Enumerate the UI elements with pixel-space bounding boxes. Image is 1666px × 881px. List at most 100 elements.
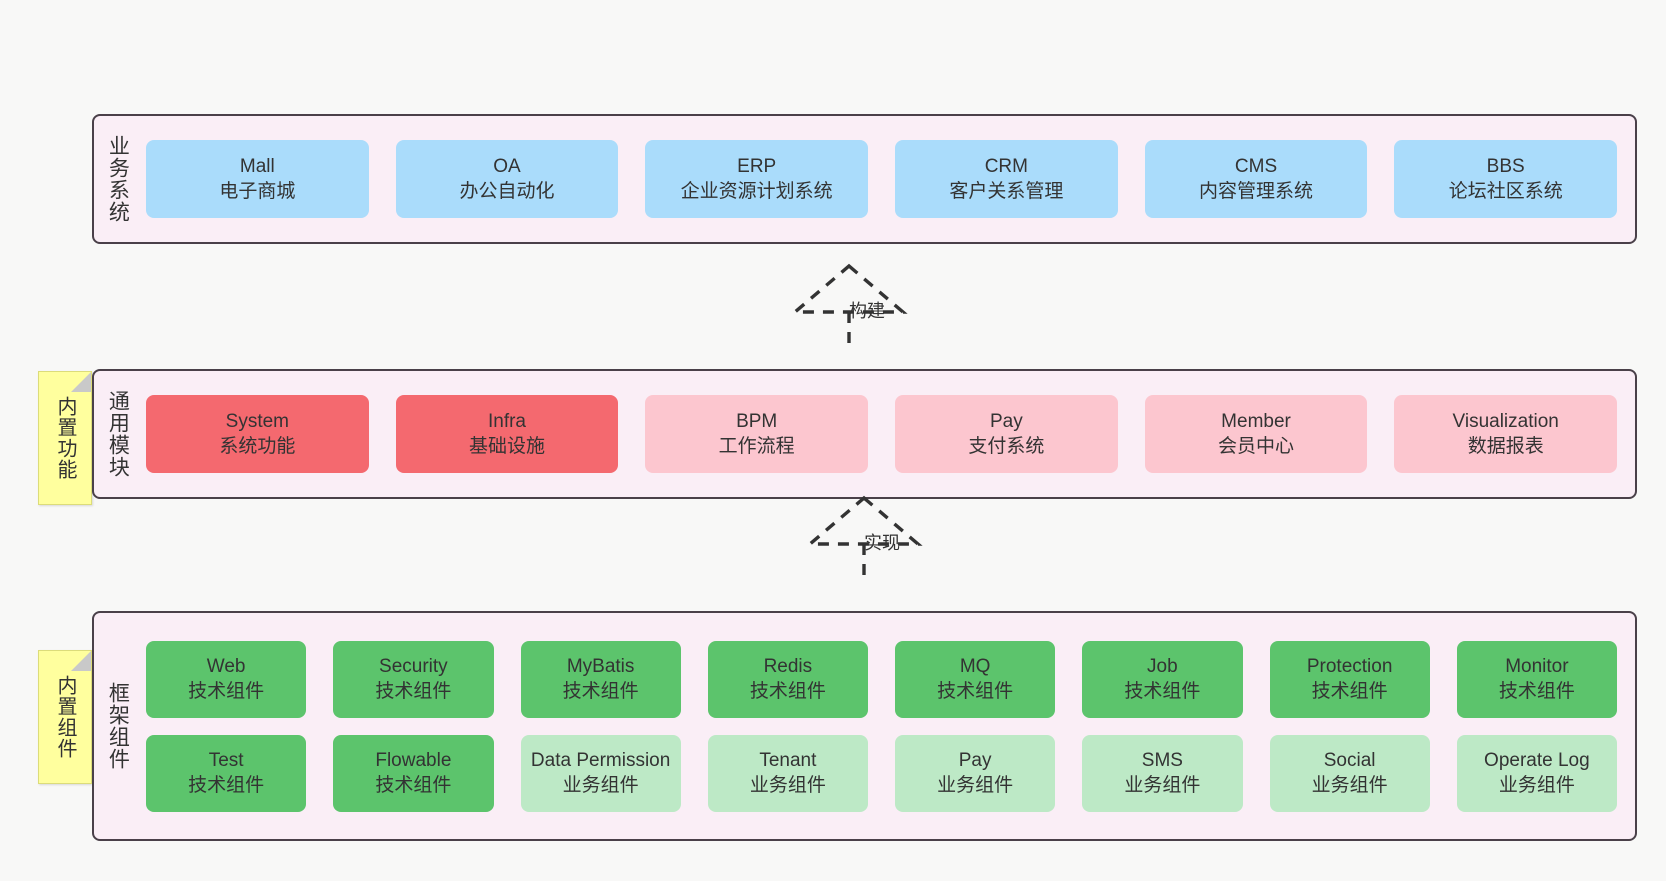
node-data-permission[interactable]: Data Permission 业务组件	[520, 734, 681, 812]
node-security[interactable]: Security 技术组件	[333, 640, 494, 718]
node-web-desc: 技术组件	[188, 681, 265, 702]
layer-body-framework: Web 技术组件 Security 技术组件 MyBatis 技术组件 Redi…	[140, 613, 1635, 839]
node-pay-module-name: Pay	[989, 410, 1023, 432]
node-infra[interactable]: Infra 基础设施	[395, 395, 619, 473]
node-crm-desc: 客户关系管理	[949, 181, 1064, 202]
node-pay-module[interactable]: Pay 支付系统	[895, 395, 1118, 473]
node-job-desc: 技术组件	[1124, 681, 1201, 702]
node-protection-name: Protection	[1306, 655, 1393, 677]
node-job[interactable]: Job 技术组件	[1082, 640, 1243, 718]
node-mall[interactable]: Mall 电子商城	[146, 140, 369, 218]
business-row: Mall 电子商城 OA 办公自动化 ERP 企业资源计划系统 CRM 客户关系…	[146, 140, 1618, 218]
node-cms-desc: 内容管理系统	[1199, 181, 1314, 202]
node-redis-name: Redis	[763, 655, 813, 677]
node-security-name: Security	[379, 655, 448, 677]
node-web-name: Web	[206, 655, 246, 677]
node-system-name: System	[225, 410, 290, 432]
node-infra-desc: 基础设施	[469, 436, 546, 457]
node-bbs-desc: 论坛社区系统	[1448, 181, 1563, 202]
layer-body-common: System 系统功能 Infra 基础设施 BPM 工作流程 Pay 支付系统…	[140, 371, 1635, 497]
node-system-desc: 系统功能	[219, 436, 296, 457]
node-cms-name: CMS	[1234, 155, 1278, 177]
node-oa[interactable]: OA 办公自动化	[395, 140, 619, 218]
node-mq-name: MQ	[959, 655, 991, 677]
layer-body-business: Mall 电子商城 OA 办公自动化 ERP 企业资源计划系统 CRM 客户关系…	[140, 116, 1635, 242]
arrow-build-svg	[790, 263, 908, 350]
node-cms[interactable]: CMS 内容管理系统	[1144, 140, 1368, 218]
arrow-implement-svg	[805, 495, 923, 582]
node-flowable-desc: 技术组件	[375, 775, 452, 796]
node-flowable-name: Flowable	[375, 749, 452, 771]
note-builtin-components: 内置组件	[38, 650, 92, 784]
node-mall-name: Mall	[239, 155, 275, 177]
layer-title-common: 通用模块	[106, 390, 130, 478]
node-member-name: Member	[1221, 410, 1291, 432]
node-erp[interactable]: ERP 企业资源计划系统	[645, 140, 869, 218]
node-oa-desc: 办公自动化	[459, 181, 555, 202]
node-monitor[interactable]: Monitor 技术组件	[1456, 640, 1617, 718]
node-test-desc: 技术组件	[188, 775, 265, 796]
node-crm-name: CRM	[984, 155, 1028, 177]
node-mybatis[interactable]: MyBatis 技术组件	[520, 640, 681, 718]
node-sms-name: SMS	[1141, 749, 1183, 771]
node-operate-log-desc: 业务组件	[1498, 775, 1575, 796]
node-bpm-name: BPM	[736, 410, 778, 432]
node-redis-desc: 技术组件	[749, 681, 826, 702]
common-row: System 系统功能 Infra 基础设施 BPM 工作流程 Pay 支付系统…	[146, 395, 1618, 473]
node-redis[interactable]: Redis 技术组件	[707, 640, 868, 718]
node-erp-name: ERP	[737, 155, 777, 177]
node-bbs-name: BBS	[1486, 155, 1525, 177]
node-member-desc: 会员中心	[1218, 436, 1295, 457]
node-data-permission-name: Data Permission	[530, 749, 671, 771]
node-mq-desc: 技术组件	[937, 681, 1014, 702]
node-oa-name: OA	[493, 155, 521, 177]
node-security-desc: 技术组件	[375, 681, 452, 702]
framework-row-1: Web 技术组件 Security 技术组件 MyBatis 技术组件 Redi…	[146, 640, 1617, 718]
layer-framework-components: 框架组件 Web 技术组件 Security 技术组件 MyBatis 技术组件…	[92, 611, 1637, 841]
layer-business-systems: 业务系统 Mall 电子商城 OA 办公自动化 ERP 企业资源计划系统 CRM…	[92, 114, 1637, 244]
arrow-build	[790, 262, 908, 357]
node-visualization-desc: 数据报表	[1467, 436, 1544, 457]
node-pay-component-name: Pay	[958, 749, 992, 771]
node-sms[interactable]: SMS 业务组件	[1082, 734, 1243, 812]
node-mybatis-desc: 技术组件	[562, 681, 639, 702]
node-pay-module-desc: 支付系统	[968, 436, 1045, 457]
node-operate-log[interactable]: Operate Log 业务组件	[1456, 734, 1617, 812]
node-pay-component-desc: 业务组件	[937, 775, 1014, 796]
node-flowable[interactable]: Flowable 技术组件	[333, 734, 494, 812]
arrow-implement-label: 实现	[864, 533, 900, 553]
node-bpm-desc: 工作流程	[718, 436, 795, 457]
framework-row-2: Test 技术组件 Flowable 技术组件 Data Permission …	[146, 734, 1617, 812]
node-mybatis-name: MyBatis	[566, 655, 635, 677]
node-mall-desc: 电子商城	[219, 181, 296, 202]
node-monitor-desc: 技术组件	[1498, 681, 1575, 702]
arrow-implement	[805, 494, 923, 589]
node-visualization-name: Visualization	[1452, 410, 1559, 432]
arrow-build-label: 构建	[849, 301, 885, 321]
node-tenant-desc: 业务组件	[749, 775, 826, 796]
layer-title-business: 业务系统	[106, 135, 130, 223]
node-tenant-name: Tenant	[759, 749, 817, 771]
node-test[interactable]: Test 技术组件	[146, 734, 307, 812]
node-operate-log-name: Operate Log	[1484, 749, 1590, 771]
node-system[interactable]: System 系统功能	[146, 395, 369, 473]
node-social-desc: 业务组件	[1311, 775, 1388, 796]
node-bbs[interactable]: BBS 论坛社区系统	[1394, 140, 1618, 218]
node-erp-desc: 企业资源计划系统	[680, 181, 833, 202]
node-protection[interactable]: Protection 技术组件	[1269, 640, 1430, 718]
note-builtin-features: 内置功能	[38, 371, 92, 505]
node-protection-desc: 技术组件	[1311, 681, 1388, 702]
node-member[interactable]: Member 会员中心	[1144, 395, 1368, 473]
node-tenant[interactable]: Tenant 业务组件	[707, 734, 868, 812]
node-social[interactable]: Social 业务组件	[1269, 734, 1430, 812]
node-crm[interactable]: CRM 客户关系管理	[895, 140, 1118, 218]
layer-common-modules: 通用模块 System 系统功能 Infra 基础设施 BPM 工作流程 Pay…	[92, 369, 1637, 499]
node-mq[interactable]: MQ 技术组件	[895, 640, 1056, 718]
node-web[interactable]: Web 技术组件	[146, 640, 307, 718]
node-sms-desc: 业务组件	[1124, 775, 1201, 796]
node-bpm[interactable]: BPM 工作流程	[645, 395, 869, 473]
node-pay-component[interactable]: Pay 业务组件	[895, 734, 1056, 812]
node-infra-name: Infra	[487, 410, 527, 432]
node-job-name: Job	[1147, 655, 1178, 677]
node-visualization[interactable]: Visualization 数据报表	[1394, 395, 1618, 473]
